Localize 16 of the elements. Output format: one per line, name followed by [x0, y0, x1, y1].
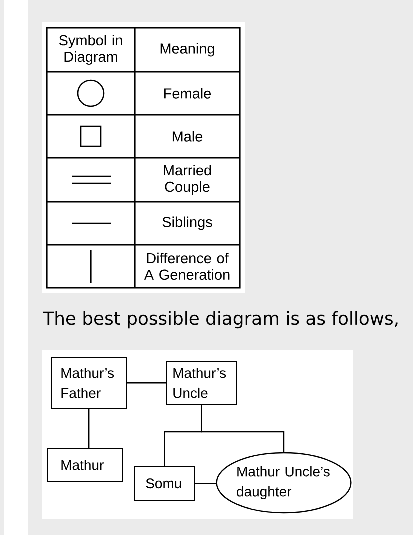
legend-text: Siblings — [162, 216, 212, 230]
legend-text: Male — [172, 131, 203, 142]
connector-line — [195, 483, 216, 484]
connector-line — [127, 382, 166, 384]
table-header: Meaning — [160, 43, 214, 57]
person-box: Mathur — [47, 448, 124, 482]
person-box: Mathur’s Uncle — [166, 361, 238, 406]
legend-text: Female — [164, 88, 212, 99]
connector-line — [88, 409, 90, 448]
legend-text: Married Couple — [164, 165, 212, 195]
table-header: Symbol in Diagram — [59, 35, 122, 65]
person-box: Mathur’s Father — [51, 357, 128, 410]
intro-text: The best possible diagram is as follows, — [43, 311, 398, 329]
legend-text: Difference of A Generation — [144, 252, 230, 280]
person-box: Somu — [134, 466, 196, 502]
connector-line — [201, 405, 285, 452]
